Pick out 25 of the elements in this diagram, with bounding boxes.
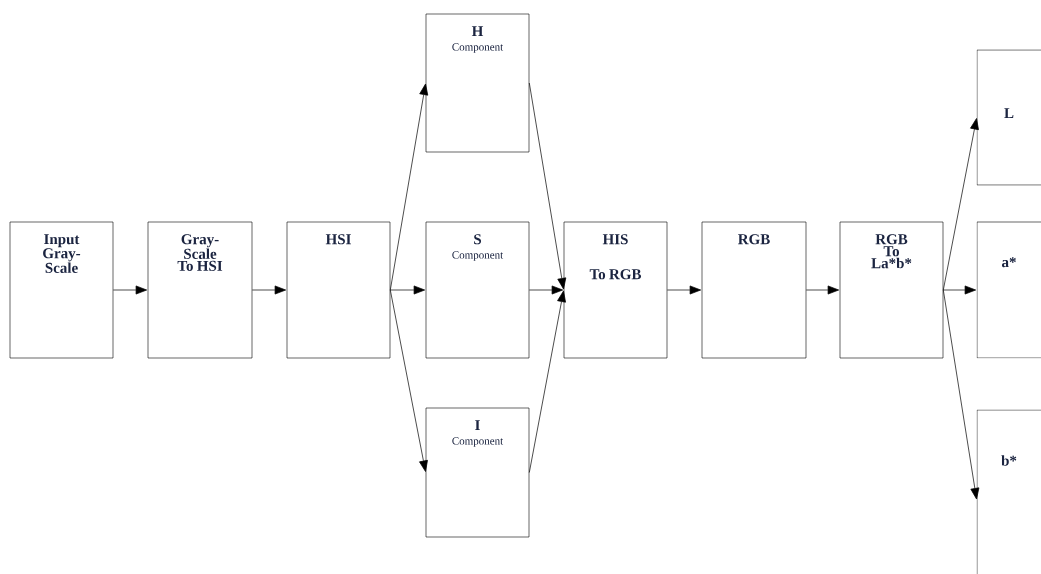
process-box: HSI <box>286 221 391 359</box>
arrow <box>666 285 702 295</box>
arrow <box>528 82 567 290</box>
process-box: Input Gray-Scale <box>9 221 114 359</box>
arrow <box>389 289 428 472</box>
process-box: b* <box>976 409 1041 574</box>
arrow <box>389 83 429 291</box>
arrow <box>112 285 148 295</box>
arrow <box>528 290 566 473</box>
arrow <box>942 289 980 500</box>
arrow <box>942 118 979 291</box>
process-box: RGB <box>701 221 807 359</box>
process-box: Gray-Scale To HSI <box>147 221 253 359</box>
process-box: HIS To RGB <box>563 221 668 359</box>
arrow <box>805 285 840 295</box>
process-box: L <box>976 49 1041 186</box>
arrow <box>528 285 564 295</box>
process-box: RGB To La*b* <box>839 221 944 359</box>
process-box: a* <box>976 221 1041 359</box>
arrow <box>251 285 287 295</box>
process-box: H Component <box>425 13 530 153</box>
arrow <box>942 285 977 295</box>
process-box: I Component <box>425 407 530 538</box>
process-box: S Component <box>425 221 530 359</box>
arrow <box>389 285 426 295</box>
